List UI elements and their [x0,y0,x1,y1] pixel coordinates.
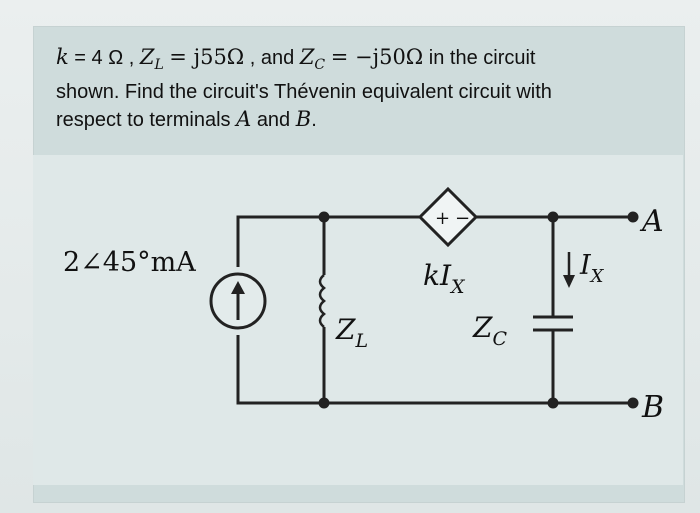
and-text: , and [249,47,295,69]
k-value: = 4 Ω , [74,47,135,69]
zl-symbol: Z [139,45,155,69]
capacitor-label: ZC [472,311,507,350]
wire-top-left [236,215,420,267]
terminal-a-dot [627,211,639,223]
dependent-source-diamond [417,186,479,248]
k-symbol: k [56,45,69,69]
capacitor-label-sub: C [492,328,507,350]
node-top-inductor [318,211,330,223]
terminal-b-ref: B [295,107,312,131]
ix-label: IX [579,250,605,287]
problem-line-1: k = 4 Ω , ZL = j55Ω , and ZC = −j50Ω in … [56,44,656,79]
up-arrow-icon [231,281,245,294]
ix-arrow-icon [563,252,575,288]
dependent-source-sub: X [449,276,466,298]
terminal-a-label: A [639,204,664,239]
circuit-diagram: 2∠45°mA + − kIX ZL ZC IX A B [63,186,664,425]
inductor-label-sub: L [354,330,368,352]
ix-label-sub: X [589,266,605,287]
inductor-label: ZL [335,313,368,352]
problem-line-2: shown. Find the circuit's Thévenin equiv… [56,81,552,103]
zl-value: = j55Ω [169,45,245,69]
capacitor-icon [533,315,573,332]
problem-line-3: respect to terminals A and B. [56,106,656,134]
zc-symbol: Z [299,45,315,69]
wire-bottom [236,335,633,405]
dependent-plus: + [435,208,450,229]
capacitor-label-main: Z [472,311,493,344]
node-top-capacitor [547,211,559,223]
down-arrow-icon [563,275,575,288]
line3-pre: respect to terminals [56,109,231,131]
terminal-b-label: B [641,390,664,425]
node-bottom-inductor [318,397,330,409]
zc-value: = −j50Ω [330,45,424,69]
line1-tail: in the circuit [428,47,536,69]
circuit-wires [236,215,633,405]
node-bottom-capacitor [547,397,559,409]
zc-subscript: C [314,57,326,73]
circuit-figure: 2∠45°mA + − kIX ZL ZC IX A B [33,155,683,485]
inductor-coil-icon [318,274,326,328]
current-source [209,272,267,330]
dependent-source-label: kIX [423,259,466,298]
dependent-source [417,186,479,248]
line3-and: and [256,109,291,131]
dependent-minus: − [455,208,470,229]
dependent-source-main: kI [423,259,452,292]
nodes [318,211,639,409]
zl-subscript: L [154,57,164,73]
source-label: 2∠45°mA [63,247,196,278]
terminal-a-ref: A [236,107,252,131]
line3-end: . [311,109,317,131]
inductor-label-main: Z [335,313,356,346]
ix-label-main: I [579,250,592,281]
problem-statement: k = 4 Ω , ZL = j55Ω , and ZC = −j50Ω in … [56,44,656,134]
terminal-b-dot [627,397,639,409]
